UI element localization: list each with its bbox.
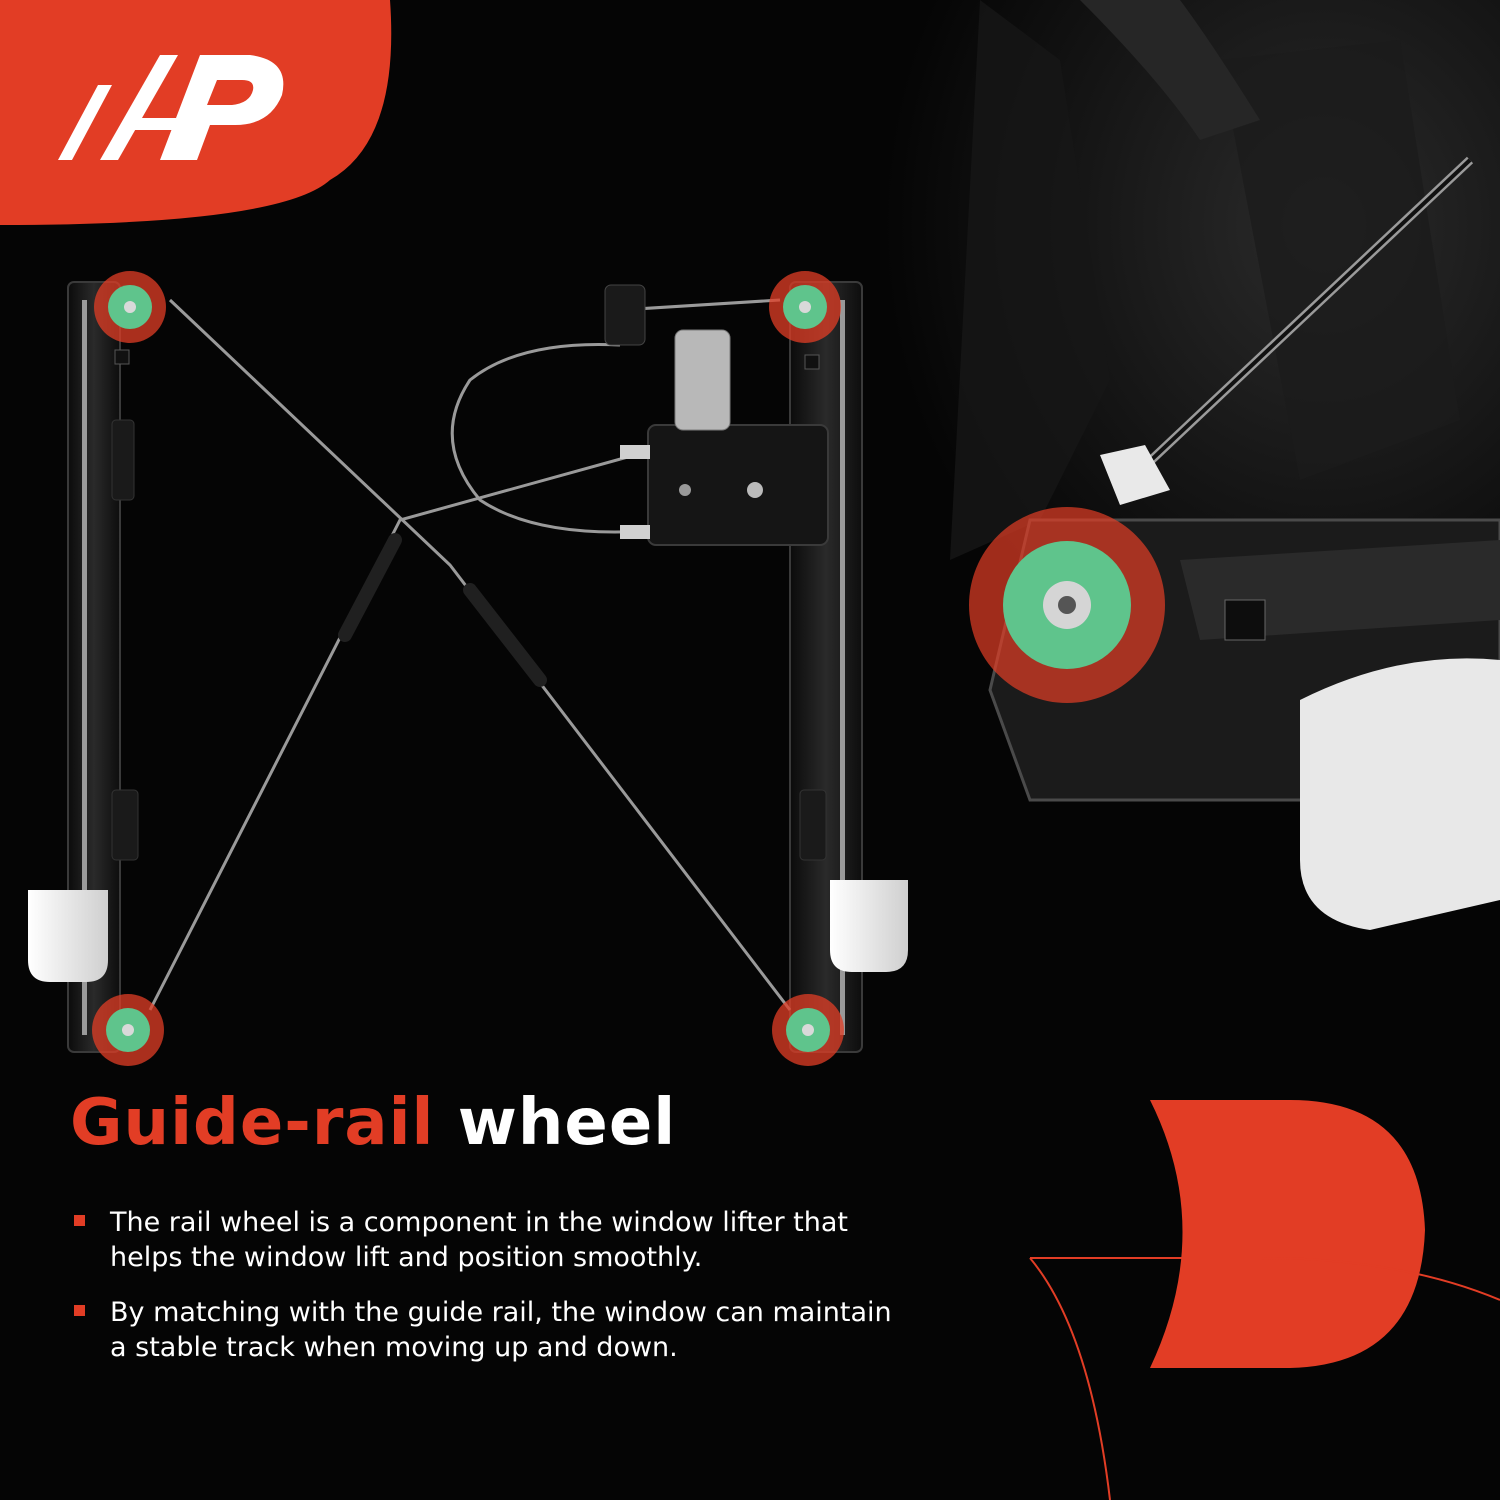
guide-rail-wheel-bottom-right <box>772 994 844 1066</box>
wheel-closeup <box>969 156 1500 930</box>
bullet-icon <box>74 1215 85 1226</box>
list-item: The rail wheel is a component in the win… <box>72 1205 892 1275</box>
guide-rail-wheel-bottom-left <box>92 994 164 1066</box>
list-item: By matching with the guide rail, the win… <box>72 1295 892 1365</box>
bullet-icon <box>74 1305 85 1316</box>
decorative-d-shape <box>1029 1100 1500 1500</box>
guide-rail-wheel-top-left <box>94 271 166 343</box>
bullet-text: By matching with the guide rail, the win… <box>110 1297 892 1363</box>
headline-plain: wheel <box>457 1086 677 1160</box>
headline: Guide-rail wheel <box>70 1085 676 1162</box>
headline-accent: Guide-rail <box>70 1086 435 1160</box>
left-guide-rail <box>67 281 139 1053</box>
feature-list: The rail wheel is a component in the win… <box>72 1205 892 1385</box>
window-motor <box>604 284 829 546</box>
cable-sleeves <box>338 533 547 687</box>
bullet-text: The rail wheel is a component in the win… <box>110 1207 848 1273</box>
lifter-cables <box>148 298 792 1011</box>
slider-caps <box>28 880 908 982</box>
brand-logo <box>0 0 392 225</box>
guide-rail-wheel-top-right <box>769 271 841 343</box>
